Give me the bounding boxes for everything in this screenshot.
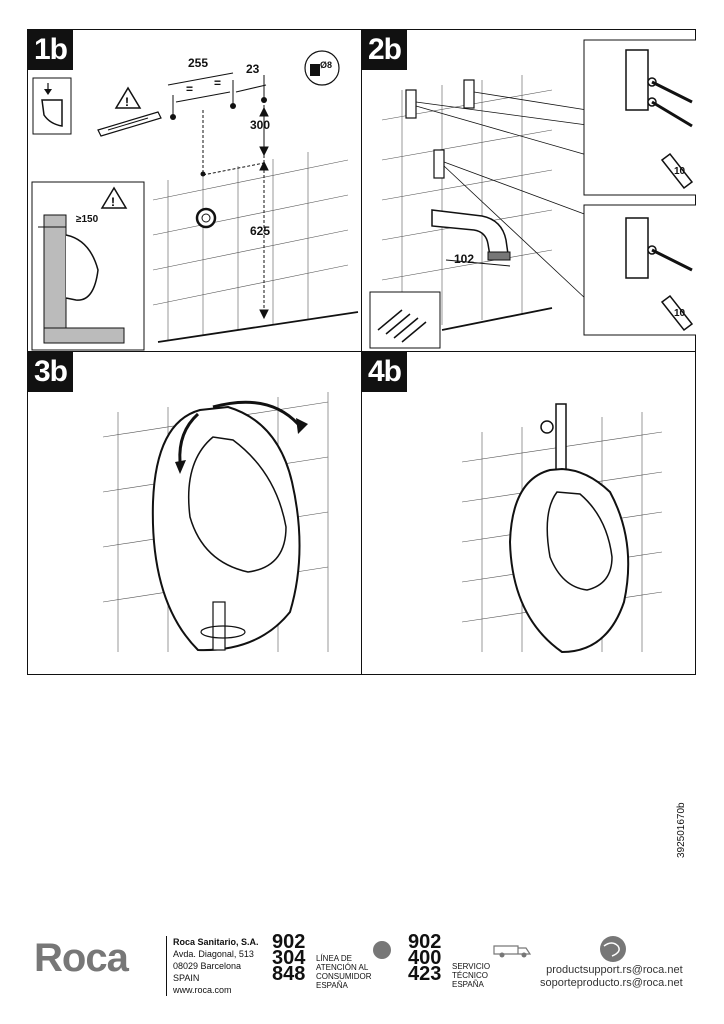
dim-floor-height: 625 [250,224,271,238]
address-line1: Avda. Diagonal, 513 [173,949,254,959]
dim-vertical-gap: 300 [250,118,271,132]
address-line2: 08029 Barcelona [173,961,242,971]
tech-phone: 902 400 423 [408,931,442,985]
step-label-3b: 3b [28,352,74,392]
consumer-label: LÍNEA DE ATENCIÓN AL CONSUMIDOR ESPAÑA [316,954,372,990]
company-name: Roca Sanitario, S.A. [173,937,259,947]
drill-size: Ø8 [320,60,333,70]
installed-urinal-diagram [461,403,663,654]
email-product-support[interactable]: productsupport.rs@roca.net [546,964,683,976]
dim-offset: 23 [246,62,260,76]
panel-2b: 2b 102 10 10 [362,30,696,352]
consumer-phone: 902 304 848 [272,931,306,985]
step-label-1b: 1b [28,30,74,70]
dim-pipe-length: 102 [454,252,475,266]
dim-equal-b: = [214,76,222,90]
van-icon [493,945,532,958]
tech-label: SERVICIO TÉCNICO ESPAÑA [452,962,491,989]
step-label-2b: 2b [362,30,408,70]
bracket-fixing-diagram [369,39,696,349]
svg-text:!: ! [125,95,129,109]
wrench-size-bottom: 10 [674,308,686,319]
panel-1b: ! [28,30,362,352]
urinal-hanging-diagram [102,392,329,652]
dim-wall-gap: ≥150 [76,214,99,225]
step-label-4b: 4b [362,352,408,392]
email-soporte-producto[interactable]: soporteproducto.rs@roca.net [540,977,683,989]
panel-3b: 3b [28,352,362,674]
wrench-size-top: 10 [674,166,686,177]
globe-icon [600,936,626,962]
address-line3: SPAIN [173,973,200,983]
svg-text:!: ! [111,195,115,209]
document-code: 392501670b [676,802,687,858]
dim-width-spacing: 255 [188,56,209,70]
website-link[interactable]: www.roca.com [173,985,232,995]
wall-mounting-diagram: ! [31,50,359,351]
footer: Roca Roca Sanitario, S.A. Avda. Diagonal… [0,928,724,998]
phone-icon [373,941,391,959]
company-address: Roca Sanitario, S.A. Avda. Diagonal, 513… [166,936,259,996]
panel-4b: 4b [362,352,696,674]
roca-logo: Roca [34,936,129,980]
instruction-grid: ! [27,29,696,675]
support-emails: productsupport.rs@roca.net soporteproduc… [540,964,683,990]
dim-equal-a: = [186,82,194,96]
